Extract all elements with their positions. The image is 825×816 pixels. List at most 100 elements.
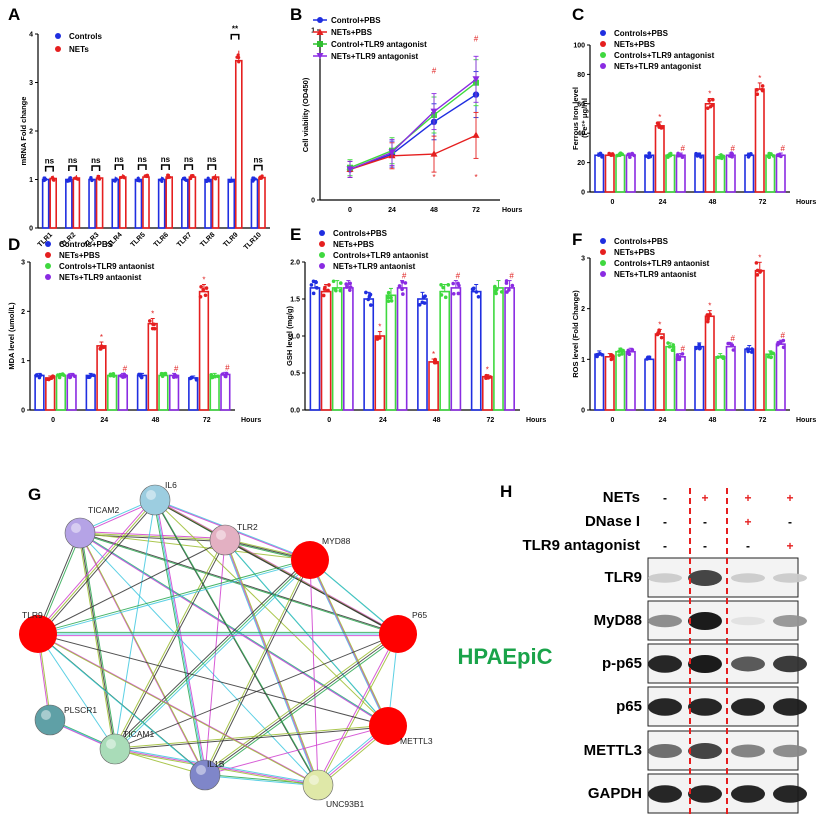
panel-f-bar (654, 333, 665, 411)
panel-d-data-point (209, 375, 214, 380)
panel-f-data-point (666, 341, 670, 345)
panel-f-bar (715, 355, 726, 411)
panel-c-sig-star: * (758, 74, 761, 83)
panel-h-band (773, 744, 807, 758)
panel-f-data-point (600, 352, 604, 357)
panel-c-data-point (760, 84, 765, 88)
panel-c-data-point (719, 153, 723, 157)
panel-b-legend-marker (316, 28, 324, 35)
panel-e-data-point (443, 295, 448, 300)
panel-d-ytick-label: 2 (21, 309, 25, 316)
panel-f-legend-label: NETs+TLR9 antaonist (614, 270, 697, 279)
panel-e-data-point (326, 288, 330, 293)
panel-e-legend-label: NETs+PBS (333, 240, 375, 249)
panel-f-data-point (778, 340, 783, 345)
panel-e-data-point (400, 287, 404, 292)
panel-e-data-point (389, 299, 394, 303)
panel-e-data-point (423, 294, 427, 298)
panel-b-ylabel: Cell viability (OD450) (301, 77, 310, 152)
panel-d-data-point (161, 372, 165, 376)
panel-c-legend-label: Controls+TLR9 antagonist (614, 51, 715, 60)
panel-g-edge (79, 532, 389, 727)
panel-e-data-point (493, 284, 497, 289)
panel-g-edge (226, 541, 321, 787)
panel-c-data-point (767, 155, 772, 160)
panel-c-data-point (600, 153, 605, 158)
panel-a-data-point (75, 177, 79, 181)
panel-d-legend-marker (45, 252, 51, 258)
panel-e-data-point (348, 285, 353, 289)
panel-e-sig-star: * (486, 366, 489, 375)
panel-e-data-point (309, 283, 314, 287)
panel-d-data-point (68, 375, 73, 379)
panel-f-legend-label: Controls+TLR9 antaonist (614, 259, 710, 268)
panel-a-data-point (68, 176, 73, 180)
panel-d-bar (85, 374, 96, 411)
panel-e-sig-hash: # (509, 272, 514, 281)
panel-a-data-point (51, 177, 55, 182)
panel-a-ylabel: mRNA Fold change (19, 97, 28, 166)
panel-d-ytick-label: 0 (21, 408, 25, 415)
panel-c-data-point (647, 151, 652, 156)
panel-f-data-point (727, 341, 732, 346)
panel-a-bar (49, 177, 58, 229)
panel-f-xtick-label: 72 (759, 417, 767, 424)
panel-b-point (388, 149, 396, 156)
panel-e-data-point (368, 303, 373, 307)
panel-f-data-point (769, 350, 773, 354)
panel-e-data-point (334, 288, 338, 293)
panel-a-data-point (237, 60, 241, 64)
panel-e-data-point (510, 283, 515, 288)
panel-c-ytick-label: 40 (577, 131, 585, 138)
panel-a-ytick-label: 4 (29, 32, 33, 39)
panel-g-node-highlight (41, 710, 51, 720)
panel-g-node-myd88 (291, 541, 329, 579)
panel-e-bar (493, 287, 504, 411)
panel-h-condition-label: DNase I (585, 513, 640, 530)
panel-letter-G: G (28, 485, 41, 504)
panel-c-legend-label: Controls+PBS (614, 29, 669, 38)
panel-f-data-point (766, 354, 771, 359)
panel-h-band-label: p-p65 (602, 655, 642, 672)
panel-d-data-point (71, 372, 75, 377)
panel-d-legend-label: Controls+PBS (59, 240, 114, 249)
panel-a-legend-label: NETs (69, 45, 89, 54)
panel-a-data-point (97, 174, 101, 179)
panel-g-edge (114, 499, 156, 750)
panel-e-data-point (494, 291, 498, 296)
panel-g-node-highlight (216, 530, 226, 540)
panel-f-data-point (755, 273, 760, 277)
panel-e-xtick-label: 48 (433, 417, 441, 424)
panel-a-data-point (189, 174, 194, 178)
panel-e-data-point (451, 292, 456, 296)
panel-letter-H: H (500, 482, 512, 501)
panel-letter-F: F (572, 230, 582, 249)
panel-e-sig-hash: # (456, 272, 461, 281)
panel-g-edge (205, 560, 312, 777)
panel-a-data-point (160, 176, 164, 181)
panel-c-bar (754, 88, 765, 193)
panel-e-data-point (403, 281, 408, 285)
panel-c-bar (765, 154, 776, 193)
panel-e-data-point (456, 281, 460, 286)
panel-g-node-label: METTL3 (400, 736, 433, 746)
panel-f-sig-hash: # (781, 331, 786, 340)
panel-a-annotation: ns (207, 155, 217, 164)
panel-c-data-point (618, 153, 622, 158)
panel-f-data-point (731, 348, 736, 352)
panel-e-data-point (417, 302, 422, 307)
panel-g-edge (37, 633, 389, 727)
panel-g-node-plscr1 (34, 704, 66, 736)
panel-e-data-point (476, 295, 481, 299)
panel-e-data-point (315, 286, 319, 290)
panel-a-bracket (137, 164, 147, 170)
panel-d-data-point (201, 287, 206, 292)
panel-g-node-il6 (139, 484, 171, 516)
panel-d-legend-label: Controls+TLR9 antaonist (59, 262, 155, 271)
panel-d-data-point (152, 322, 156, 327)
panel-g-edge (36, 632, 318, 785)
panel-a-xtick-label: TLR1 (37, 231, 54, 248)
panel-f-ytick-label: 2 (581, 306, 585, 313)
panel-h-band (648, 655, 682, 673)
panel-d-xtick-label: 0 (51, 417, 55, 424)
